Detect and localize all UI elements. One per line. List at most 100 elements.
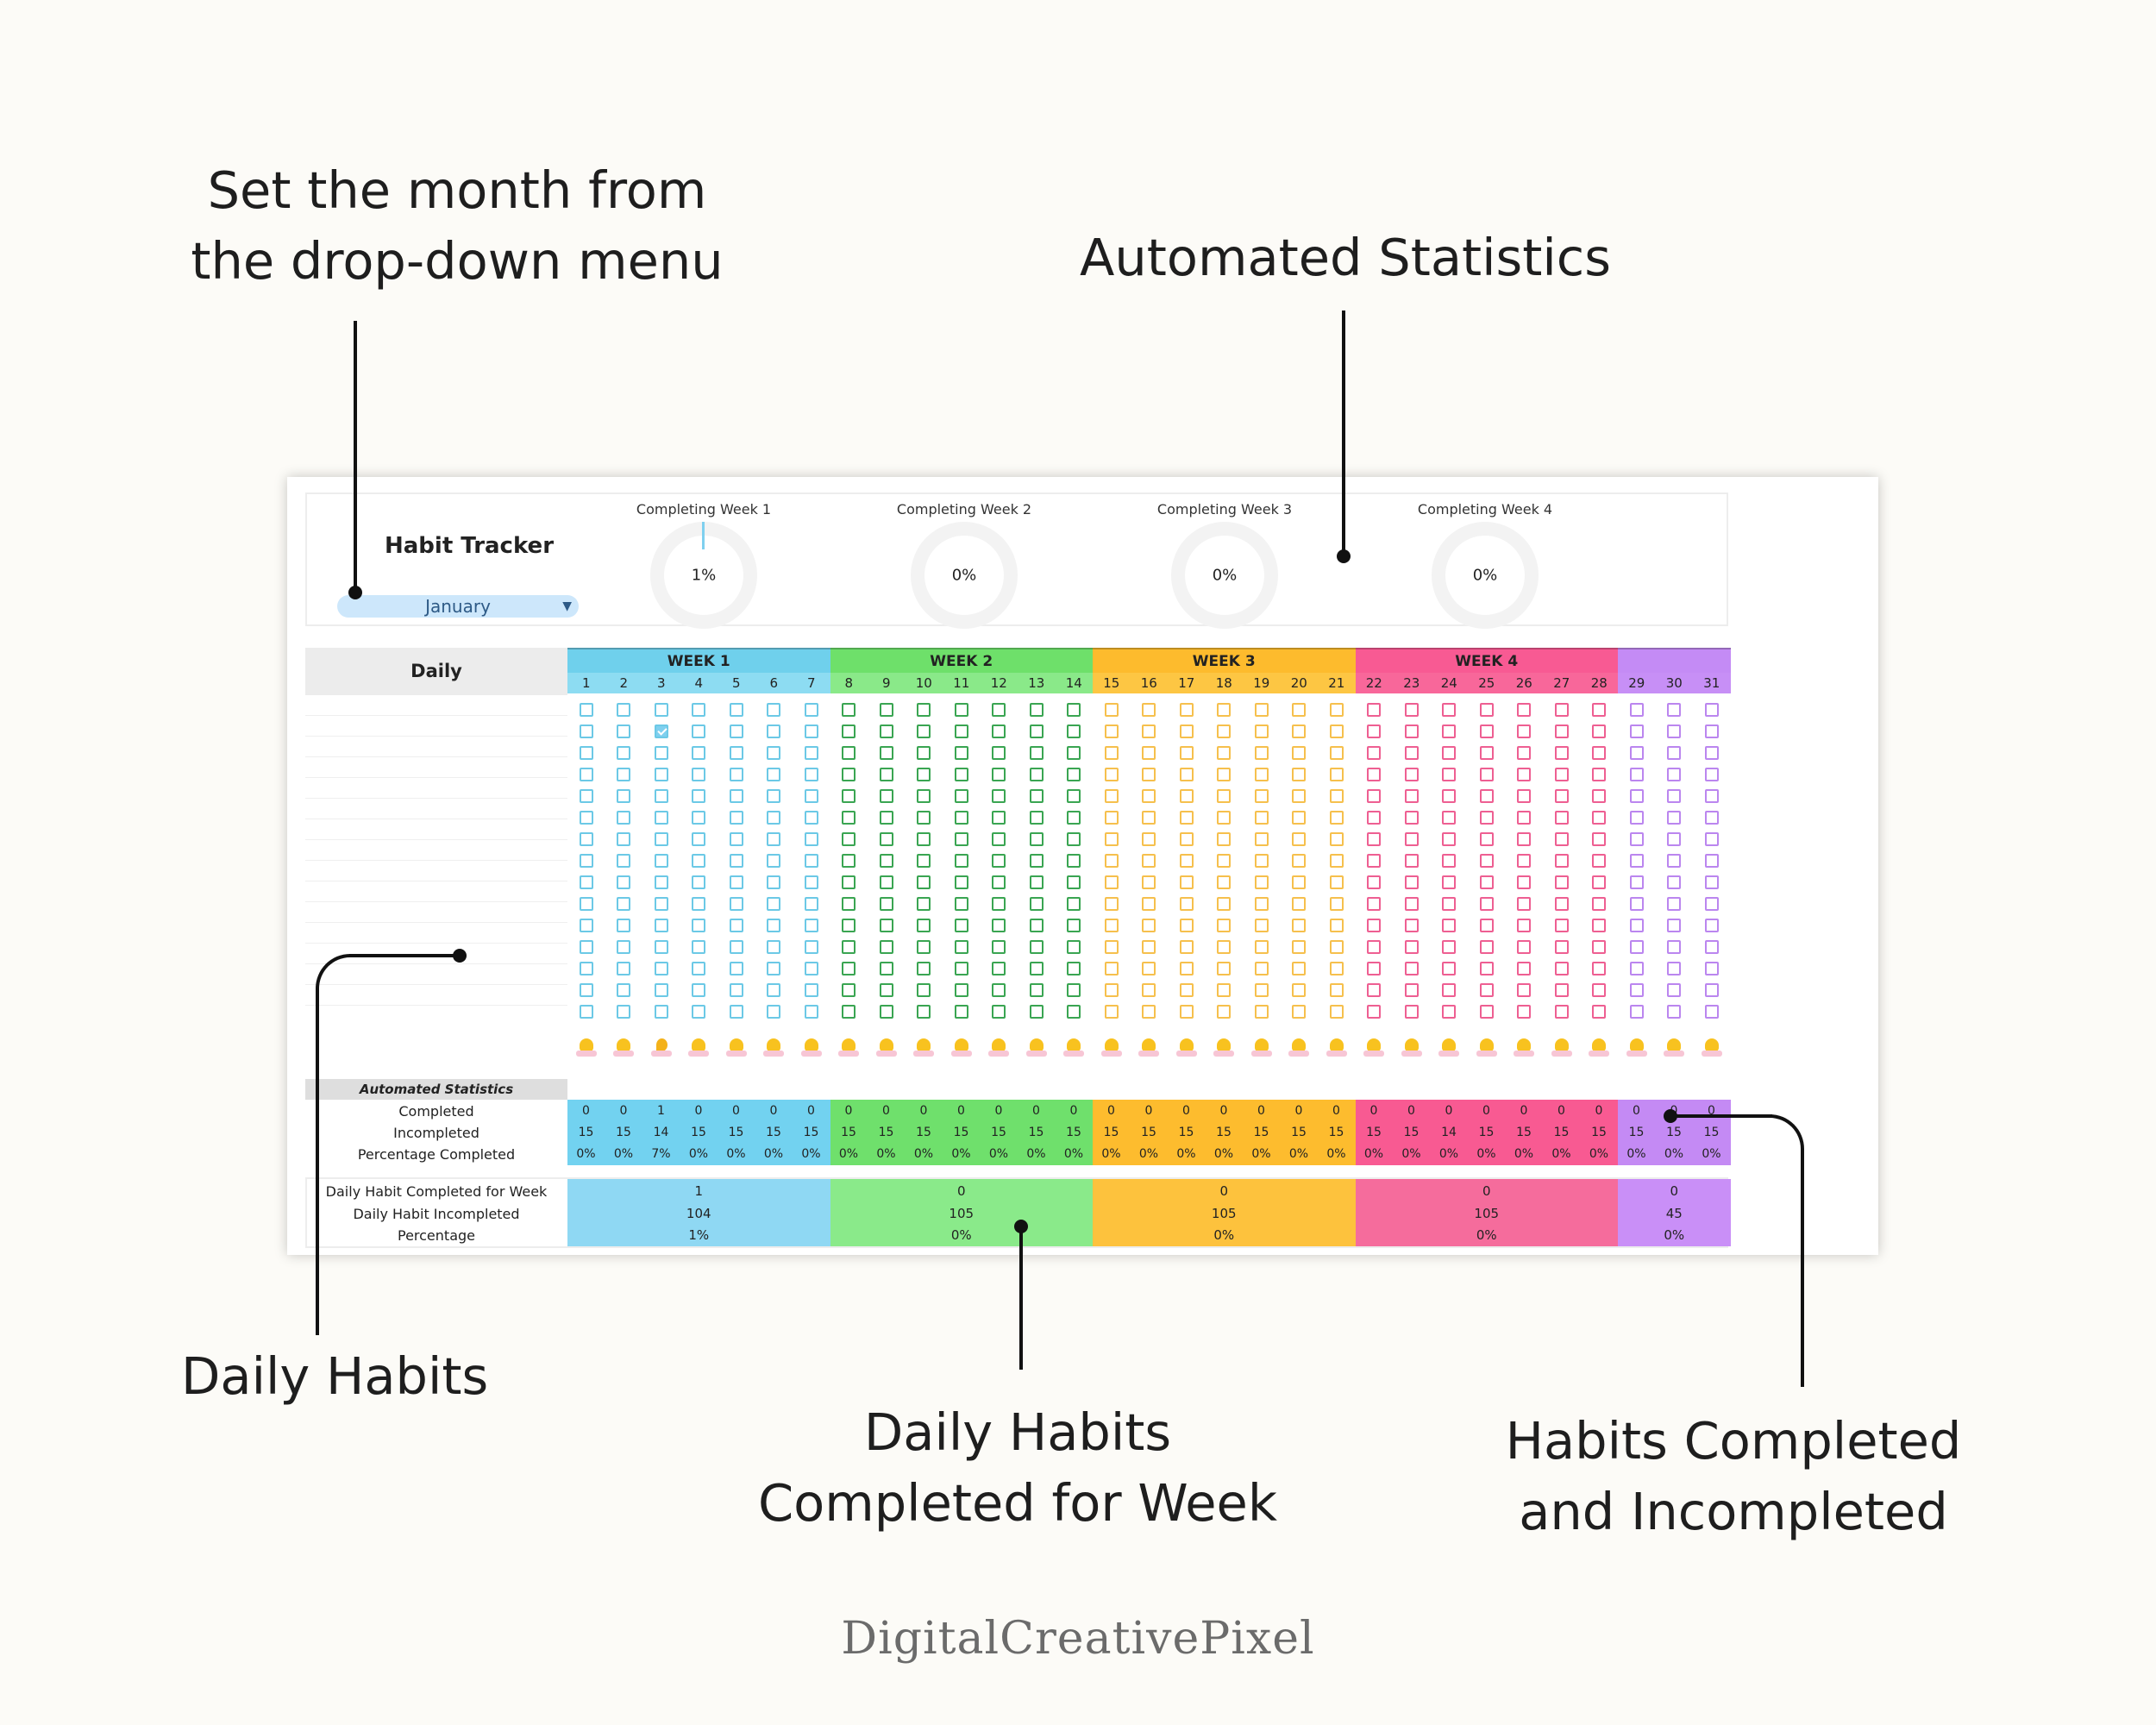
habit-checkbox[interactable]: [1217, 897, 1232, 911]
habit-checkbox[interactable]: [1254, 897, 1269, 911]
habit-checkbox[interactable]: [1029, 962, 1044, 975]
habit-checkbox[interactable]: [1479, 703, 1494, 717]
habit-checkbox[interactable]: [1404, 746, 1419, 760]
habit-checkbox[interactable]: [1254, 854, 1269, 868]
habit-name-row[interactable]: [305, 799, 567, 819]
habit-checkbox[interactable]: [1442, 983, 1457, 997]
habit-checkbox[interactable]: [1404, 789, 1419, 803]
habit-checkbox[interactable]: [729, 897, 743, 911]
habit-checkbox[interactable]: [1554, 940, 1569, 954]
habit-name-row[interactable]: [305, 840, 567, 861]
habit-checkbox[interactable]: [1592, 875, 1607, 889]
habit-checkbox[interactable]: [992, 940, 1006, 954]
habit-checkbox[interactable]: [879, 789, 893, 803]
habit-checkbox[interactable]: [1442, 919, 1457, 932]
habit-checkbox[interactable]: [1179, 854, 1194, 868]
habit-checkbox[interactable]: [842, 703, 856, 717]
habit-checkbox[interactable]: [1554, 875, 1569, 889]
habit-checkbox[interactable]: [1067, 940, 1081, 954]
habit-checkbox[interactable]: [954, 897, 968, 911]
habit-name-row[interactable]: [305, 964, 567, 985]
habit-checkbox[interactable]: [992, 897, 1006, 911]
habit-name-row[interactable]: [305, 757, 567, 778]
habit-checkbox[interactable]: [1479, 789, 1494, 803]
habit-checkbox[interactable]: [579, 724, 593, 738]
habit-checkbox[interactable]: [1217, 854, 1232, 868]
habit-checkbox[interactable]: [1479, 768, 1494, 781]
habit-checkbox[interactable]: [654, 789, 668, 803]
habit-checkbox[interactable]: [992, 832, 1006, 846]
habit-checkbox[interactable]: [692, 746, 706, 760]
habit-checkbox[interactable]: [1367, 854, 1382, 868]
habit-checkbox[interactable]: [1404, 962, 1419, 975]
habit-checkbox[interactable]: [1629, 897, 1644, 911]
habit-checkbox[interactable]: [1367, 919, 1382, 932]
habit-checkbox[interactable]: [1517, 789, 1532, 803]
habit-checkbox[interactable]: [1292, 703, 1307, 717]
habit-checkbox[interactable]: [617, 1005, 631, 1019]
habit-checkbox[interactable]: [579, 854, 593, 868]
habit-checkbox[interactable]: [617, 854, 631, 868]
habit-checkbox[interactable]: [1029, 897, 1044, 911]
habit-checkbox[interactable]: [917, 962, 931, 975]
habit-checkbox[interactable]: [579, 832, 593, 846]
habit-checkbox[interactable]: [1704, 983, 1719, 997]
habit-checkbox[interactable]: [1404, 768, 1419, 781]
habit-checkbox[interactable]: [617, 703, 631, 717]
habit-checkbox[interactable]: [1629, 832, 1644, 846]
habit-checkbox[interactable]: [1142, 854, 1156, 868]
habit-checkbox[interactable]: [1292, 940, 1307, 954]
habit-checkbox[interactable]: [1479, 940, 1494, 954]
habit-checkbox[interactable]: [1292, 897, 1307, 911]
habit-checkbox[interactable]: [1367, 703, 1382, 717]
habit-checkbox[interactable]: [1554, 811, 1569, 825]
habit-checkbox[interactable]: [1704, 919, 1719, 932]
habit-checkbox[interactable]: [992, 789, 1006, 803]
habit-checkbox[interactable]: [1254, 746, 1269, 760]
habit-checkbox[interactable]: [1217, 811, 1232, 825]
habit-checkbox[interactable]: [842, 983, 856, 997]
habit-checkbox[interactable]: [1404, 832, 1419, 846]
habit-checkbox[interactable]: [767, 789, 781, 803]
habit-checkbox[interactable]: [1404, 875, 1419, 889]
habit-checkbox[interactable]: [1292, 1005, 1307, 1019]
habit-checkbox[interactable]: [617, 724, 631, 738]
habit-checkbox[interactable]: [1667, 983, 1682, 997]
habit-checkbox[interactable]: [617, 919, 631, 932]
habit-checkbox[interactable]: [1442, 962, 1457, 975]
habit-checkbox[interactable]: [842, 875, 856, 889]
habit-checkbox[interactable]: [1142, 703, 1156, 717]
habit-checkbox[interactable]: [1067, 875, 1081, 889]
habit-checkbox[interactable]: [879, 724, 893, 738]
habit-checkbox[interactable]: [1067, 983, 1081, 997]
habit-checkbox[interactable]: [1142, 811, 1156, 825]
habit-checkbox[interactable]: [954, 875, 968, 889]
habit-checkbox[interactable]: [1592, 897, 1607, 911]
habit-checkbox[interactable]: [1254, 789, 1269, 803]
habit-checkbox[interactable]: [1704, 811, 1719, 825]
habit-checkbox[interactable]: [1667, 724, 1682, 738]
habit-checkbox[interactable]: [1554, 962, 1569, 975]
habit-checkbox[interactable]: [1704, 940, 1719, 954]
habit-checkbox[interactable]: [1554, 919, 1569, 932]
habit-checkbox[interactable]: [1404, 1005, 1419, 1019]
habit-checkbox[interactable]: [992, 703, 1006, 717]
habit-checkbox[interactable]: [1067, 962, 1081, 975]
habit-checkbox[interactable]: [1442, 832, 1457, 846]
habit-checkbox[interactable]: [804, 789, 818, 803]
habit-checkbox[interactable]: [1629, 703, 1644, 717]
habit-checkbox[interactable]: [879, 811, 893, 825]
habit-checkbox[interactable]: [1517, 940, 1532, 954]
habit-checkbox[interactable]: [654, 854, 668, 868]
habit-checkbox[interactable]: [1704, 875, 1719, 889]
habit-checkbox[interactable]: [917, 768, 931, 781]
habit-checkbox[interactable]: [1179, 703, 1194, 717]
habit-checkbox[interactable]: [1254, 940, 1269, 954]
habit-checkbox[interactable]: [1179, 897, 1194, 911]
habit-checkbox[interactable]: [1367, 983, 1382, 997]
habit-checkbox[interactable]: [1554, 983, 1569, 997]
habit-checkbox[interactable]: [1254, 1005, 1269, 1019]
habit-checkbox[interactable]: [1329, 940, 1344, 954]
habit-checkbox[interactable]: [1217, 789, 1232, 803]
habit-checkbox[interactable]: [767, 875, 781, 889]
